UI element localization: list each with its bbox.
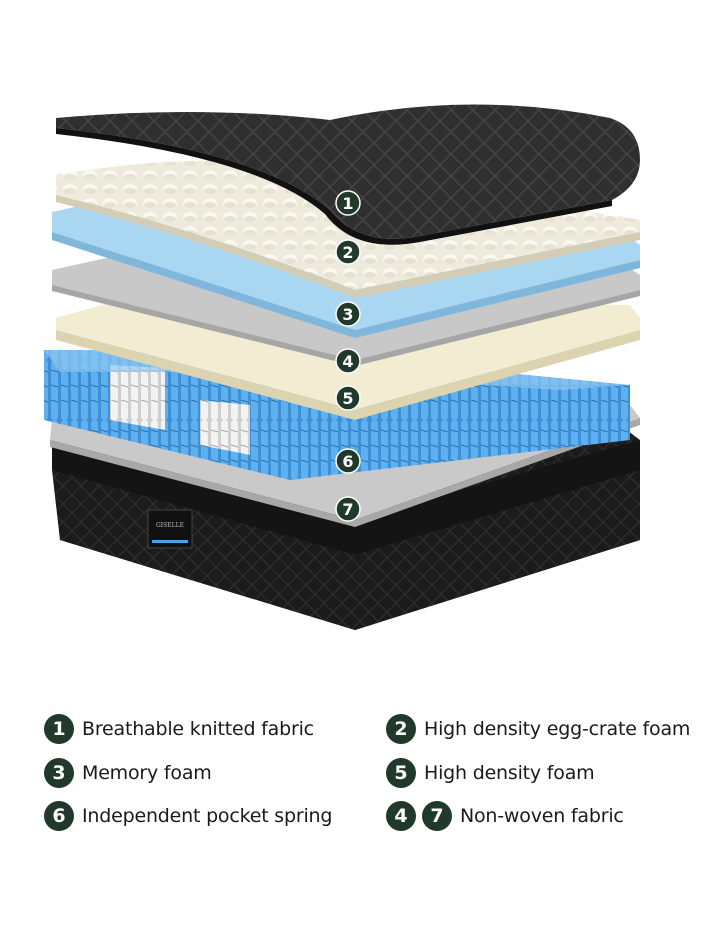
diagram-badge-4: 4 (335, 348, 361, 374)
diagram-badge-2: 2 (335, 239, 361, 265)
legend-item-1: 1 Breathable knitted fabric (44, 714, 314, 744)
legend-label: Non-woven fabric (460, 805, 624, 827)
svg-text:2: 2 (342, 243, 353, 262)
legend-label: Breathable knitted fabric (82, 718, 314, 740)
diagram-badge-1: 1 (335, 190, 361, 216)
diagram-badge-6: 6 (335, 448, 361, 474)
svg-text:3: 3 (342, 305, 353, 324)
diagram-badge-7: 7 (335, 496, 361, 522)
legend-badge: 2 (386, 714, 416, 744)
legend-label: Memory foam (82, 762, 212, 784)
legend-badge: 6 (44, 801, 74, 831)
svg-text:1: 1 (342, 194, 353, 213)
svg-text:4: 4 (342, 352, 353, 371)
diagram-badge-5: 5 (335, 385, 361, 411)
svg-text:GISELLE: GISELLE (156, 522, 184, 529)
svg-text:5: 5 (342, 389, 353, 408)
legend-badge: 7 (422, 801, 452, 831)
legend-badge: 4 (386, 801, 416, 831)
svg-text:6: 6 (342, 452, 353, 471)
diagram-badge-3: 3 (335, 301, 361, 327)
layer-legend: 1 Breathable knitted fabric 3 Memory foa… (0, 700, 720, 840)
layer-1-knitted-fabric (56, 104, 640, 245)
legend-label: High density egg-crate foam (424, 718, 691, 740)
legend-label: Independent pocket spring (82, 805, 333, 827)
legend-label: High density foam (424, 762, 595, 784)
legend-badge: 5 (386, 758, 416, 788)
legend-item-6: 6 Independent pocket spring (44, 801, 332, 831)
legend-item-3: 3 Memory foam (44, 758, 212, 788)
legend-badge: 3 (44, 758, 74, 788)
mattress-layers-diagram: GISELLE (44, 104, 640, 630)
legend-item-2: 2 High density egg-crate foam (386, 714, 690, 744)
legend-item-5: 5 High density foam (386, 758, 595, 788)
diagram-badges: 1 2 3 4 5 6 7 (335, 190, 361, 522)
svg-text:7: 7 (342, 500, 353, 519)
legend-item-4-7: 4 7 Non-woven fabric (386, 801, 624, 831)
legend-badge: 1 (44, 714, 74, 744)
